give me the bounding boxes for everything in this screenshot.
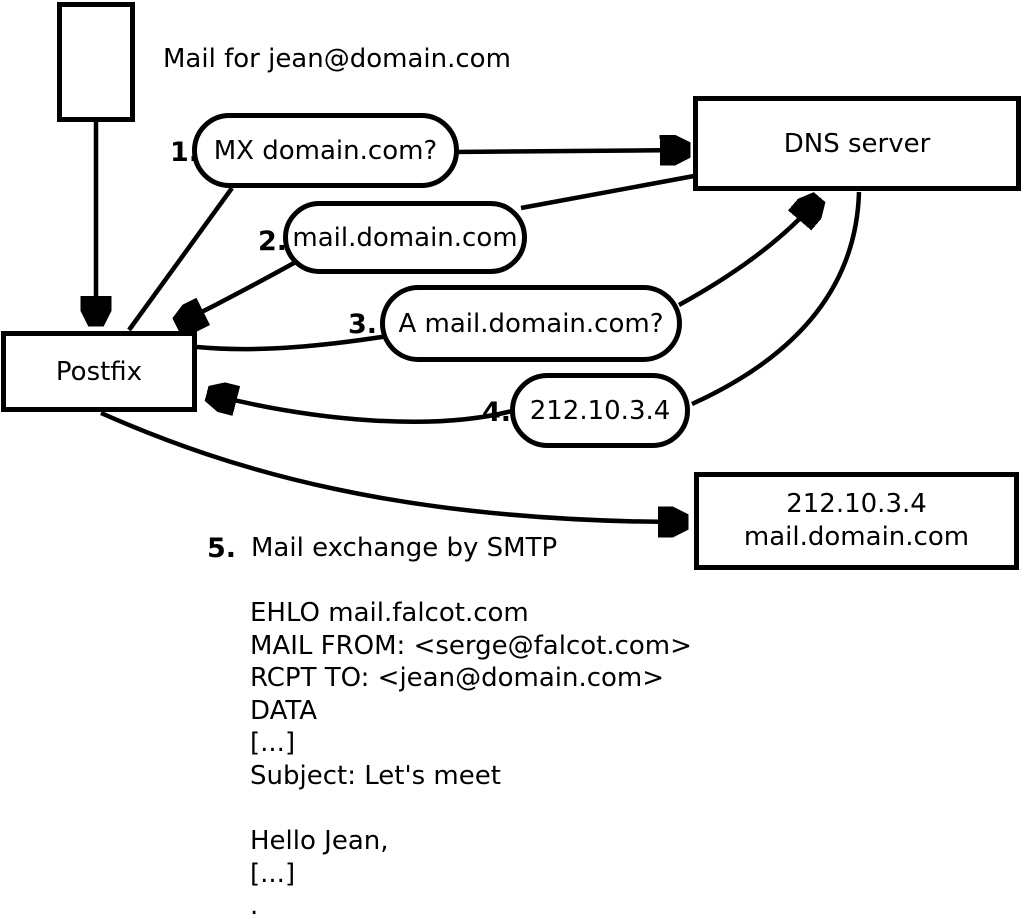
step-number-2: 2. xyxy=(258,226,288,257)
response-pill-ip-label: 212.10.3.4 xyxy=(529,395,671,426)
query-pill-mx: MX domain.com? xyxy=(192,113,459,188)
mail-server-node: 212.10.3.4 mail.domain.com xyxy=(694,472,1019,570)
query-pill-mx-label: MX domain.com? xyxy=(213,135,438,166)
response-pill-ip: 212.10.3.4 xyxy=(510,373,690,448)
smtp-line-data: DATA xyxy=(250,695,317,726)
smtp-line-blank xyxy=(250,793,692,826)
arrow-response4-to-postfix xyxy=(209,394,513,424)
arrow-postfix-to-mailserver xyxy=(100,410,686,522)
query-pill-a-record: A mail.domain.com? xyxy=(380,285,682,362)
step-number-5: 5. xyxy=(207,533,237,564)
smtp-line-rcpt-to: RCPT TO: <jean@domain.com> xyxy=(250,663,665,694)
line-dns-to-response4 xyxy=(691,191,862,407)
step-number-3: 3. xyxy=(348,309,378,340)
arrow-response2-to-postfix xyxy=(178,256,305,324)
line-postfix-to-query3 xyxy=(196,333,389,352)
smtp-line-terminator-dot: . xyxy=(250,891,259,919)
postfix-node: Postfix xyxy=(1,331,197,412)
arrow-query3-to-dns xyxy=(677,199,818,307)
smtp-session-transcript: EHLO mail.falcot.com MAIL FROM: <serge@f… xyxy=(250,597,692,919)
mail-message-box xyxy=(57,2,135,122)
smtp-line-subject: Subject: Let's meet xyxy=(250,760,501,791)
step-5-label: Mail exchange by SMTP xyxy=(251,533,558,563)
smtp-line-ellipsis-1: [...] xyxy=(250,728,296,759)
smtp-line-ehlo: EHLO mail.falcot.com xyxy=(250,598,529,628)
response-pill-mx: mail.domain.com xyxy=(283,201,527,274)
mail-server-ip: 212.10.3.4 xyxy=(786,489,927,519)
smtp-line-mail-from: MAIL FROM: <serge@falcot.com> xyxy=(250,630,692,661)
mail-for-label: Mail for jean@domain.com xyxy=(163,44,511,74)
mail-server-hostname: mail.domain.com xyxy=(743,522,970,552)
line-dns-to-response2 xyxy=(520,173,695,211)
step-number-4: 4. xyxy=(482,397,512,428)
line-postfix-to-query1 xyxy=(127,186,234,332)
arrow-query1-to-dns xyxy=(451,150,688,152)
query-pill-a-record-label: A mail.domain.com? xyxy=(398,308,664,339)
response-pill-mx-label: mail.domain.com xyxy=(292,222,518,253)
smtp-line-greeting: Hello Jean, xyxy=(250,826,389,857)
dns-server-label: DNS server xyxy=(783,128,931,159)
smtp-line-ellipsis-2: [...] xyxy=(250,858,296,889)
dns-server-node: DNS server xyxy=(693,96,1021,191)
postfix-label: Postfix xyxy=(55,356,143,387)
